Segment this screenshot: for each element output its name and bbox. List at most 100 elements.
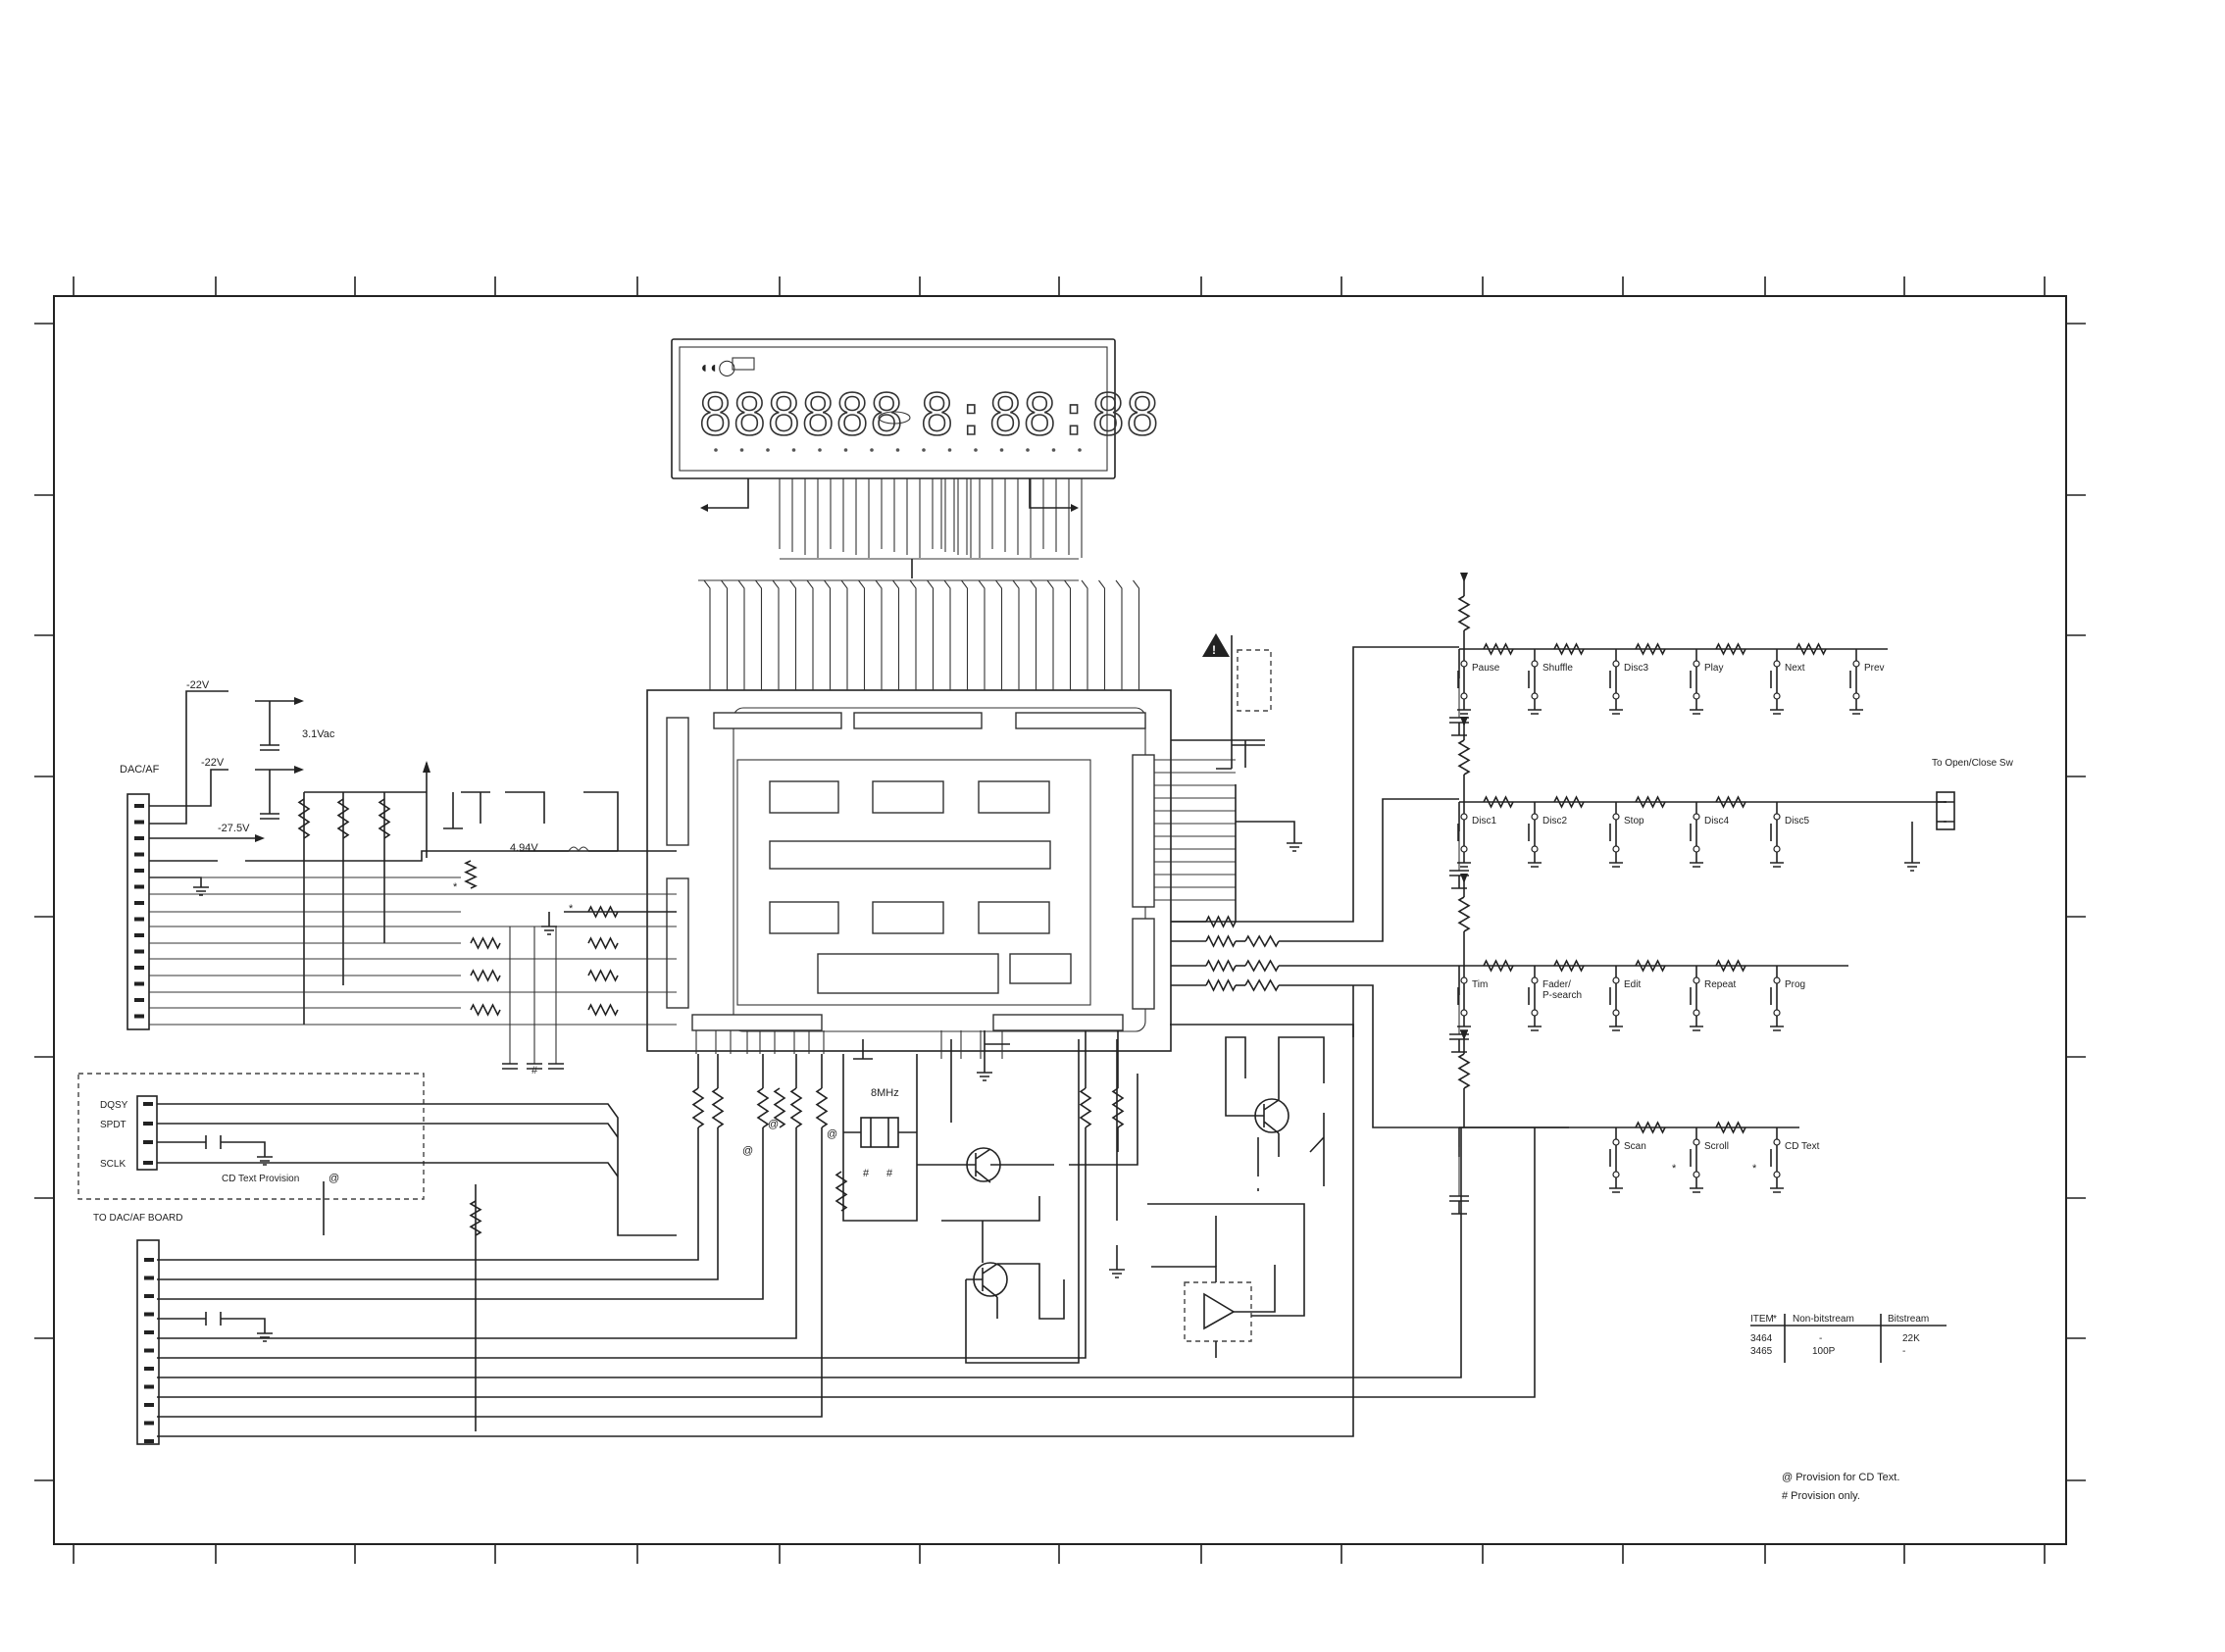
table-cell-item-2: 3465 — [1750, 1346, 1773, 1357]
frame-ticks — [34, 276, 2086, 1564]
resistor — [1205, 978, 1237, 992]
connector-pin — [134, 949, 144, 954]
connector-pin — [144, 1294, 154, 1298]
resistor — [1715, 1121, 1746, 1134]
crystal-label: 8MHz — [871, 1087, 899, 1099]
switch-label: Prev — [1864, 663, 1885, 674]
main-controller-ic — [646, 689, 1172, 1052]
mark-star-2: * — [569, 903, 574, 915]
bottom-signal-2 — [157, 1054, 719, 1280]
resistor — [1457, 739, 1471, 776]
open-close-label: To Open/Close Sw — [1932, 758, 2014, 769]
resistor — [1457, 1053, 1471, 1089]
bottom-signal-4 — [157, 1054, 797, 1339]
switch-contact — [1773, 1138, 1781, 1146]
resistor — [464, 860, 478, 889]
switch-body — [1690, 1145, 1697, 1172]
connector-pin — [134, 1014, 144, 1019]
ic-top-pin — [1064, 579, 1072, 690]
ic-top-pin — [927, 579, 935, 690]
bottom-signal-3 — [157, 1054, 764, 1300]
switch-body — [1609, 820, 1617, 846]
sensor-amplifier — [1203, 1292, 1236, 1330]
resistor — [1483, 959, 1514, 973]
switch-gnd — [1770, 1016, 1784, 1031]
connector-pin — [134, 901, 144, 905]
resistor — [1205, 915, 1237, 928]
switch-body — [1770, 667, 1778, 693]
table-cell-non-1: - — [1819, 1333, 1822, 1344]
dac-af-board-pins — [144, 1200, 482, 1443]
connector-pin — [144, 1258, 154, 1262]
switch-body — [1457, 983, 1465, 1010]
resistor — [1635, 1121, 1666, 1134]
ic-top-pin — [1133, 579, 1140, 690]
connector-pin — [134, 820, 144, 825]
mark-hash-2: # — [863, 1168, 870, 1179]
cd-text-cap — [205, 1135, 222, 1149]
switch-contact — [1693, 813, 1700, 821]
bottom-signal-6 — [157, 1030, 1087, 1359]
resistor — [1715, 642, 1746, 656]
connector-pin — [134, 981, 144, 986]
switch-body — [1690, 983, 1697, 1010]
resistor — [1483, 795, 1514, 809]
switch-gnd — [1770, 852, 1784, 868]
indicator-dot — [870, 448, 874, 452]
indicator-dot — [1051, 448, 1056, 452]
switch-label: CD Text — [1785, 1141, 1820, 1152]
resistor — [1635, 959, 1666, 973]
table-cell-bit-2: - — [1902, 1346, 1905, 1357]
resistor — [1635, 642, 1666, 656]
capacitor — [502, 1063, 518, 1070]
ic-top-pin — [909, 579, 917, 690]
matrix-line-2 — [1279, 798, 1459, 942]
switch-body — [1528, 820, 1536, 846]
connector-pin — [144, 1348, 154, 1353]
cd-text-pin-label: SPDT — [100, 1120, 126, 1130]
switch-contact — [1531, 813, 1539, 821]
connector-pin — [134, 852, 144, 857]
resistor — [1205, 934, 1237, 948]
cd-text-pin-label: DQSY — [100, 1100, 128, 1111]
resistor — [297, 798, 311, 839]
table-header-star: * — [1773, 1314, 1777, 1325]
ic-top-pin — [772, 579, 780, 690]
switch-gnd — [1849, 699, 1863, 715]
switch-label: Pause — [1472, 663, 1500, 674]
switch-contact — [1693, 845, 1700, 853]
mark-star-1: * — [453, 881, 458, 893]
switch-gnd — [1528, 699, 1542, 715]
bottom-signal-5 — [157, 1054, 823, 1418]
resistor — [789, 1087, 803, 1128]
switch-contact — [1773, 845, 1781, 853]
left-signal-lines — [149, 876, 677, 1070]
switch-contact — [1612, 660, 1620, 668]
resistor — [1244, 934, 1280, 948]
indicator-dot — [1078, 448, 1082, 452]
ic-top-pin — [1098, 579, 1106, 690]
ic-top-pin — [892, 579, 900, 690]
resistor — [378, 798, 391, 839]
remote-sensor-box — [1184, 1281, 1252, 1342]
resistor — [587, 936, 619, 950]
ic-top-pin — [824, 579, 832, 690]
switch-gnd — [1690, 852, 1703, 868]
connector-pin — [134, 869, 144, 873]
switch-label: Scan — [1624, 1141, 1646, 1152]
switch-body — [1528, 667, 1536, 693]
switch-contact — [1612, 845, 1620, 853]
component-table: ITEM * Non-bitstream Bitstream 3464 - 22… — [1750, 1314, 1947, 1363]
switch-gnd — [1528, 1016, 1542, 1031]
resistor — [711, 1087, 725, 1128]
ic-top-pin — [961, 579, 969, 690]
switch-contact — [1693, 1171, 1700, 1178]
resistor — [773, 1087, 786, 1128]
ic-top-pin — [858, 579, 866, 690]
cd-icon: ◖◖◯ — [699, 360, 735, 376]
indicator-dot — [714, 448, 718, 452]
switch-body — [1690, 820, 1697, 846]
switch-label: Disc4 — [1704, 816, 1729, 826]
switch-contact — [1852, 660, 1860, 668]
